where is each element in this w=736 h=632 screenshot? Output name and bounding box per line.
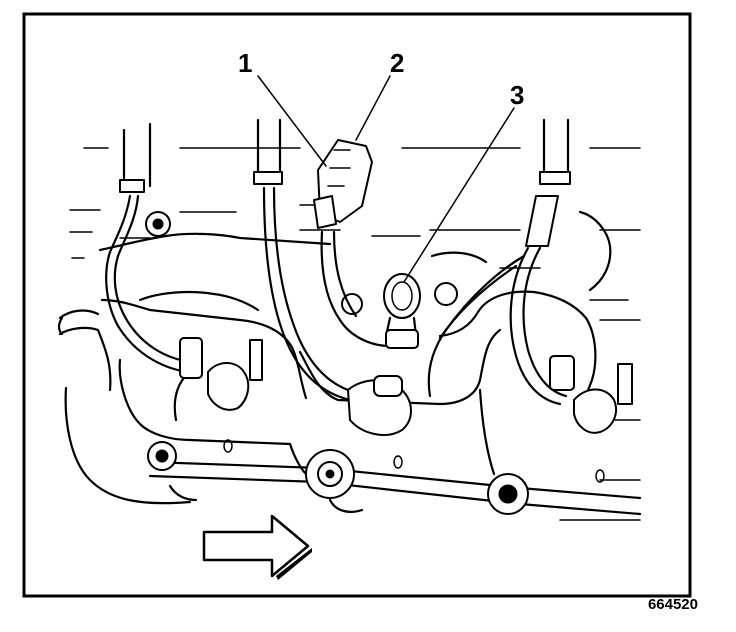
direction-arrow-icon	[202, 514, 310, 578]
left-hose	[57, 309, 112, 392]
figure-frame	[22, 12, 692, 598]
ignition-wire-left	[105, 122, 263, 411]
fuel-rail	[148, 460, 642, 516]
bracket-bolt-right	[434, 282, 458, 306]
callout-3: 3	[510, 80, 524, 110]
ignition-wire-right	[427, 118, 633, 434]
callout-1: 1	[238, 48, 252, 78]
leader-2	[355, 75, 391, 141]
figure-code: 664520	[647, 596, 698, 613]
sensor-plug	[383, 273, 421, 349]
ignition-wire-center	[253, 118, 412, 436]
callout-2: 2	[390, 48, 404, 78]
harness-connector	[313, 139, 392, 348]
callout-leaders	[257, 75, 515, 283]
leader-1	[257, 75, 327, 167]
leader-3	[403, 107, 515, 283]
